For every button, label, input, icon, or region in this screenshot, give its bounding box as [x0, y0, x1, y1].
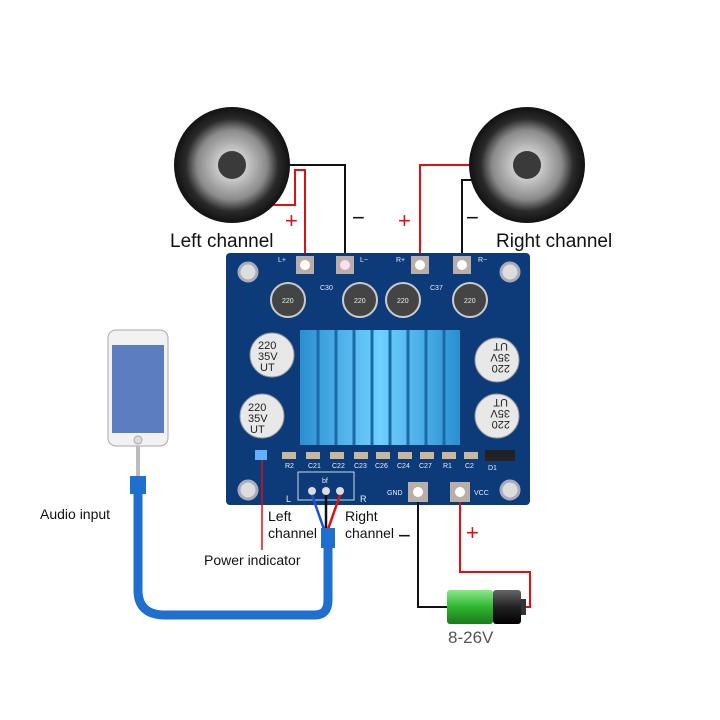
- battery-icon: [447, 590, 526, 624]
- label-c30: C30: [320, 285, 333, 292]
- svg-text:UT: UT: [493, 340, 508, 352]
- inductor-text: 220: [282, 298, 294, 305]
- right-minus-sign: −: [466, 205, 479, 230]
- audio-cable: [130, 446, 335, 620]
- right-channel-wire-label-2: channel: [345, 525, 394, 541]
- svg-text:35V: 35V: [258, 351, 278, 363]
- svg-text:35V: 35V: [248, 413, 268, 425]
- input-label-r: R: [360, 494, 367, 504]
- heatsink: [300, 330, 460, 445]
- label-c27: C27: [419, 463, 432, 470]
- amplifier-board: L+ L− R+ R− 220 220 220 220 C30 C37: [226, 253, 530, 505]
- capacitor-label-right-top: 220 35V UT: [490, 340, 510, 374]
- svg-text:UT: UT: [493, 396, 508, 408]
- left-minus-sign: −: [352, 205, 365, 230]
- left-channel-wire-label-1: Left: [268, 508, 291, 524]
- speaker-wires: [268, 164, 498, 262]
- vcc-wire: [459, 502, 531, 608]
- gnd-label: GND: [387, 490, 403, 497]
- capacitors: [239, 332, 520, 439]
- inductor-text: 220: [397, 298, 409, 305]
- audio-input-label: Audio input: [40, 506, 110, 522]
- svg-text:UT: UT: [250, 424, 265, 436]
- left-negative-wire: [285, 164, 346, 262]
- right-plus-sign: +: [398, 208, 411, 233]
- svg-text:220: 220: [492, 362, 510, 374]
- label-c23: C23: [354, 463, 367, 470]
- right-speaker: [469, 107, 585, 223]
- terminal-label-l-plus: L+: [278, 257, 286, 264]
- speaker-terminals: [296, 256, 471, 274]
- capacitor-label-right-bottom: 220 35V UT: [490, 396, 510, 430]
- vcc-label: VCC: [474, 490, 489, 497]
- right-channel-label: Right channel: [496, 231, 612, 252]
- svg-text:220: 220: [492, 418, 510, 430]
- input-marker: bf: [322, 478, 328, 485]
- label-c37: C37: [430, 285, 443, 292]
- label-c24: C24: [397, 463, 410, 470]
- svg-text:UT: UT: [260, 362, 275, 374]
- inductor-text: 220: [354, 298, 366, 305]
- label-c26: C26: [375, 463, 388, 470]
- inductors: [270, 282, 488, 318]
- power-plus-sign: +: [466, 520, 479, 545]
- svg-text:220: 220: [248, 402, 266, 414]
- voltage-label: 8-26V: [448, 628, 494, 647]
- left-plus-sign: +: [285, 208, 298, 233]
- svg-text:220: 220: [258, 340, 276, 352]
- capacitor-label-left-top: 220 35V UT: [258, 340, 278, 374]
- power-indicator-label: Power indicator: [204, 552, 301, 568]
- left-channel-wire-label-2: channel: [268, 525, 317, 541]
- left-positive-wire: [268, 169, 306, 262]
- terminal-label-r-plus: R+: [396, 257, 405, 264]
- label-d1: D1: [488, 465, 497, 472]
- right-channel-wire-label-1: Right: [345, 508, 378, 524]
- label-c21: C21: [308, 463, 321, 470]
- smd-components: [282, 450, 515, 461]
- label-r2: R2: [285, 463, 294, 470]
- svg-text:35V: 35V: [490, 407, 510, 419]
- smartphone: [107, 329, 169, 447]
- power-led: [255, 450, 267, 460]
- input-label-l: L: [286, 494, 291, 504]
- left-speaker: [174, 107, 290, 223]
- label-c22: C22: [332, 463, 345, 470]
- left-channel-label: Left channel: [170, 231, 274, 252]
- label-r1: R1: [443, 463, 452, 470]
- mounting-holes: [237, 261, 521, 501]
- power-minus-sign: −: [398, 523, 411, 548]
- inductor-text: 220: [464, 298, 476, 305]
- gnd-wire: [417, 502, 448, 608]
- svg-text:35V: 35V: [490, 351, 510, 363]
- capacitor-label-left-bottom: 220 35V UT: [248, 402, 268, 436]
- terminal-label-r-minus: R−: [478, 257, 487, 264]
- terminal-label-l-minus: L−: [360, 257, 368, 264]
- label-c2: C2: [465, 463, 474, 470]
